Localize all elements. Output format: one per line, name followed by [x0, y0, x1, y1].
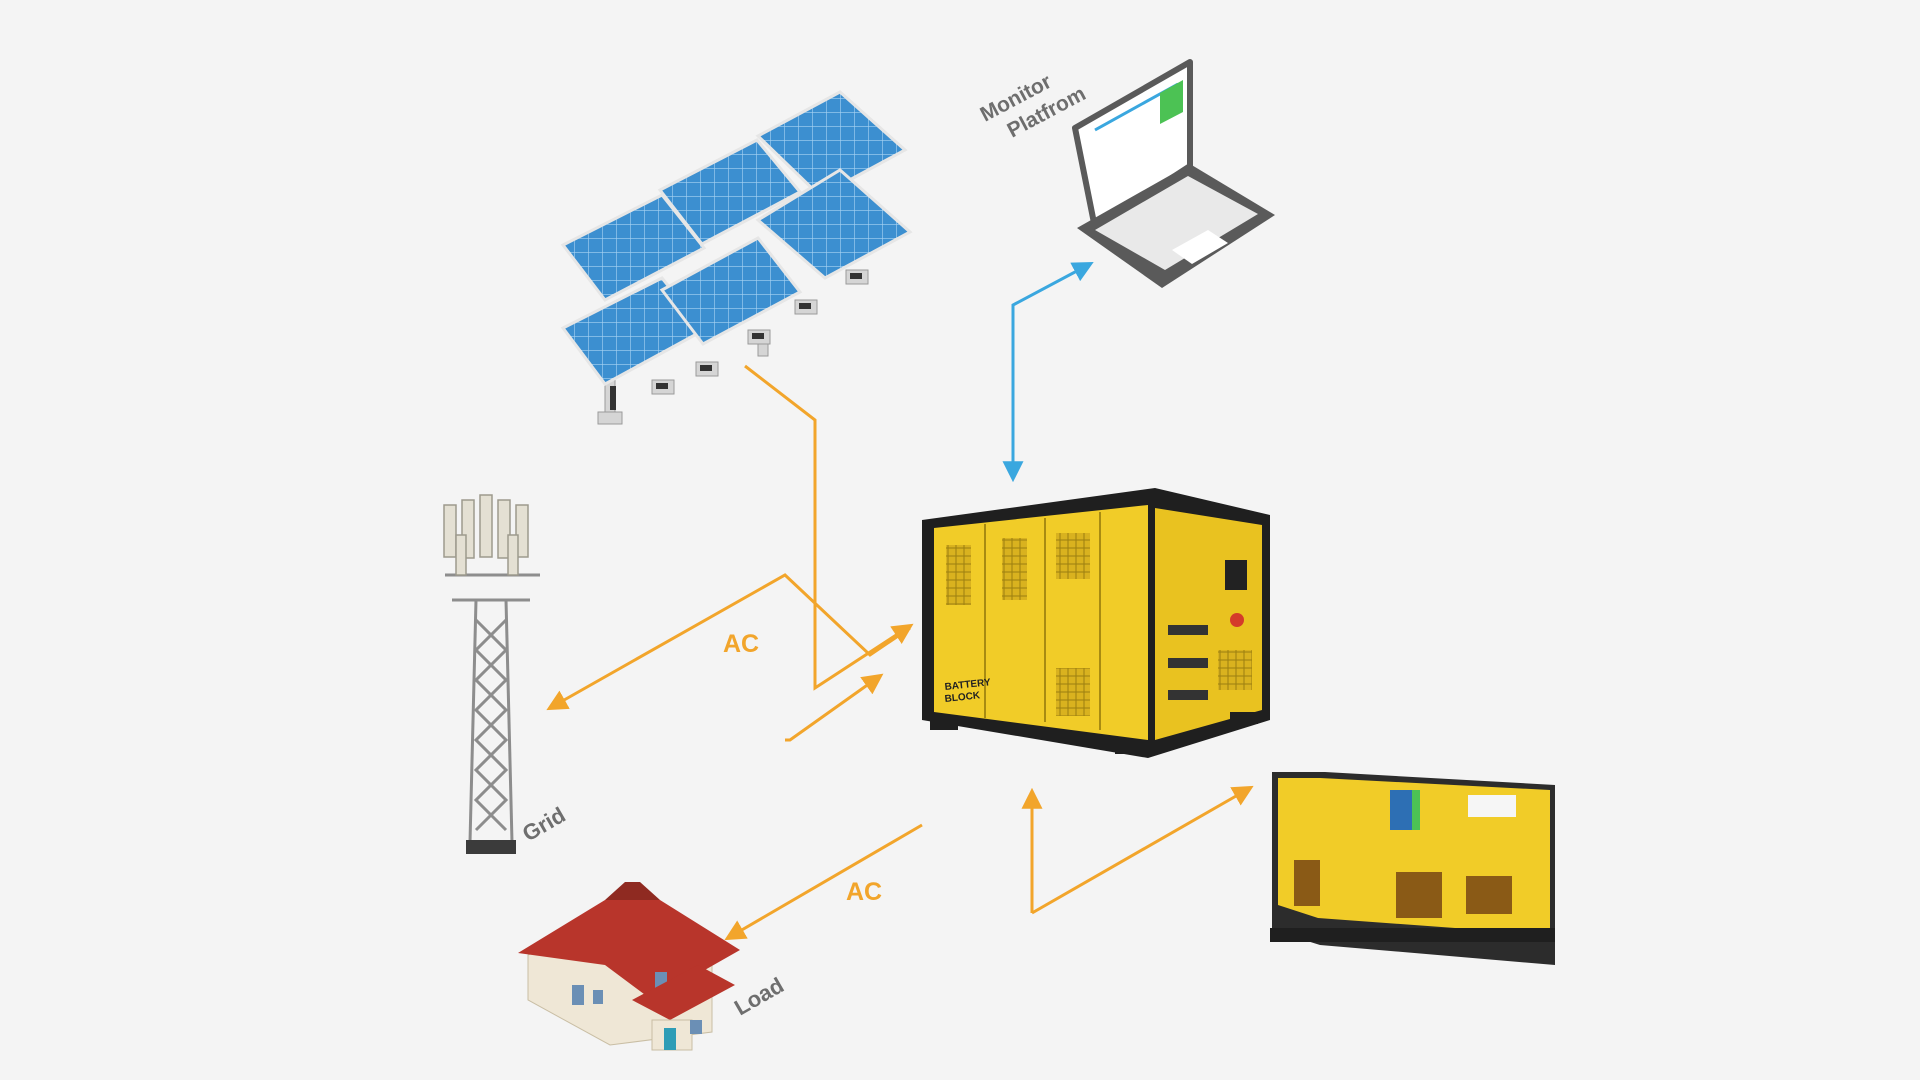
solar-array-icon: [560, 90, 913, 425]
flow-arrows: [546, 262, 1254, 941]
monitor-data-arrow: [1002, 262, 1094, 483]
container-to-generator-arrow: [1031, 785, 1254, 915]
grid-to-container-arrow: [785, 673, 884, 742]
container-side-text-1: BATTERY: [944, 677, 991, 693]
container-to-grid-arrow: [546, 573, 911, 711]
load-label: Load: [730, 972, 788, 1020]
laptop-icon: [1072, 59, 1275, 288]
solar-to-container-arrow: [744, 364, 914, 691]
ac-label-bottom: AC: [846, 878, 882, 906]
house-icon: [518, 882, 740, 1051]
grid-label: Grid: [518, 802, 570, 846]
battery-container-icon: BATTERY BLOCK: [922, 488, 1270, 758]
container-to-load-arrow: [724, 823, 923, 941]
telecom-tower-icon: [443, 494, 540, 854]
container-side-text-2: BLOCK: [944, 690, 981, 705]
ac-label-top: AC: [723, 630, 759, 658]
generator-icon: [1270, 772, 1555, 965]
